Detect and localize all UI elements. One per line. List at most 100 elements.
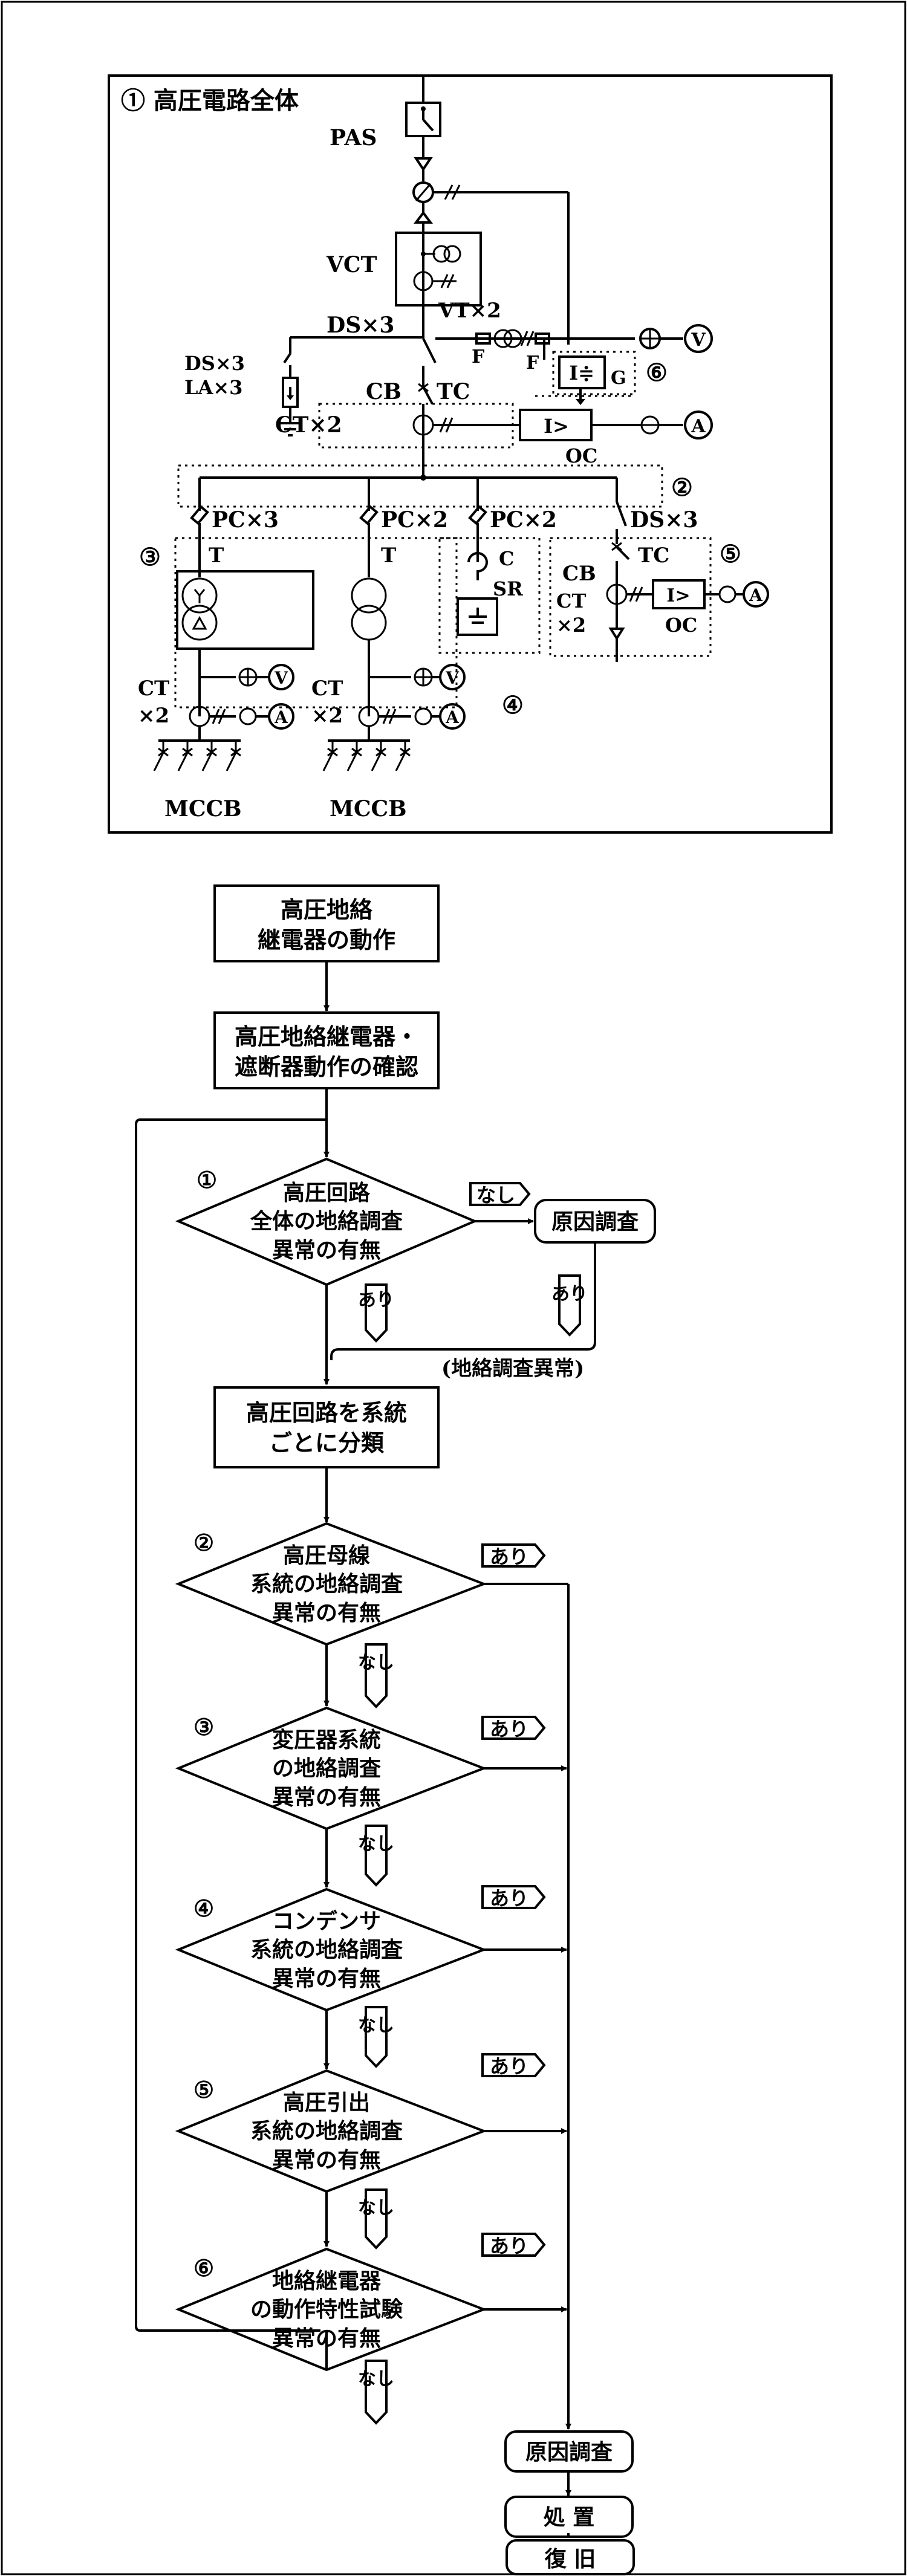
decision-5-line1: 高圧引出 [283, 2090, 370, 2115]
d2-nashi-tag: なし [358, 1652, 394, 1673]
restore-label: 復 旧 [544, 2546, 596, 2572]
g-relay-symbol: I≑ [569, 362, 594, 384]
ct-mid-line2: ×2 [311, 704, 343, 728]
circuit-diagram: ① 高圧電路全体 PAS VCT DS×3 [108, 74, 833, 834]
ct-left-line2: ×2 [138, 704, 169, 728]
decision-6-line2: の動作特性試験 [250, 2297, 403, 2322]
d3-ari-tag: あり [490, 1718, 528, 1741]
sr-label: SR [493, 577, 523, 600]
mccb-left-label: MCCB [164, 796, 242, 822]
vt2-label: VT×2 [438, 299, 501, 323]
transformer-left-box [176, 570, 314, 650]
cause-check-top-label: 原因調査 [551, 1209, 639, 1234]
box3-line2: ごとに分類 [269, 1429, 385, 1456]
flowchart: 高圧地絡 継電器の動作 高圧地絡継電器・ 遮断器動作の確認 ① 高圧回路 全体の… [135, 884, 656, 2538]
decision-5-line2: 系統の地絡調査 [250, 2118, 403, 2144]
circuit-frame [108, 74, 833, 834]
decision-2-line2: 系統の地絡調査 [250, 1571, 403, 1597]
c-label: C [499, 547, 514, 570]
meter-v-right: V [445, 668, 460, 688]
ds3-la-line2: LA×3 [184, 376, 242, 399]
decision-4-line2: 系統の地絡調査 [250, 1937, 403, 1962]
cb-feeder-label: CB [562, 562, 596, 586]
d1-ari-tag-right: あり [551, 1283, 588, 1305]
fuse-right-label: F [526, 352, 539, 374]
d1-nashi-tag: なし [476, 1184, 515, 1207]
ground-fault-abnormal-label: (地絡調査異常) [441, 1357, 584, 1381]
oc-label: OC [565, 444, 597, 467]
circuit-title: ① 高圧電路全体 [121, 86, 299, 115]
pc2-capacitor-label: PC×2 [490, 507, 557, 533]
ds3-right-label: DS×3 [630, 507, 698, 533]
pas-label: PAS [330, 125, 377, 151]
num4-label: ④ [502, 691, 524, 719]
d3-nashi-tag: なし [358, 1834, 394, 1855]
g-relay-group [552, 351, 636, 395]
meter-a-right: A [445, 707, 460, 727]
decision-4-num: ④ [193, 1895, 214, 1922]
box1-line2: 継電器の動作 [258, 926, 395, 953]
vct-label: VCT [326, 252, 377, 277]
g-relay-box [558, 355, 606, 389]
capacitor-box [457, 597, 498, 636]
t-right-label: T [381, 543, 396, 568]
decision-1-line2: 全体の地絡調査 [250, 1209, 403, 1234]
decision-3-line3: 異常の有無 [272, 1785, 381, 1810]
decision-1-line3: 異常の有無 [272, 1238, 381, 1263]
decision-2-line1: 高圧母線 [283, 1543, 370, 1568]
decision-4-line3: 異常の有無 [272, 1966, 381, 1991]
d4-nashi-tag: なし [358, 2015, 394, 2036]
decision-2-num: ② [193, 1529, 214, 1556]
decision-5-num: ⑤ [193, 2076, 214, 2103]
box3-line1: 高圧回路を系統 [246, 1399, 407, 1426]
num6-label: ⑥ [646, 358, 668, 387]
num2-label: ② [671, 473, 693, 502]
g-label: G [611, 368, 626, 389]
decision-1-num: ① [197, 1166, 217, 1193]
box1-line1: 高圧地絡 [281, 896, 372, 923]
treatment-label: 処 置 [544, 2505, 595, 2530]
ct-feeder-line2: ×2 [556, 614, 586, 637]
decision-3-num: ③ [193, 1713, 214, 1741]
decision-4-line1: コンデンサ [272, 1909, 381, 1934]
meter-v-left: V [274, 668, 288, 688]
fuse-left-label: F [472, 346, 484, 368]
pc3-label: PC×3 [212, 507, 279, 533]
oc-feeder-symbol: I> [666, 585, 690, 606]
pc2-transformer-label: PC×2 [381, 507, 448, 533]
voltmeter-label: V [691, 329, 706, 351]
loop-back-line [135, 1118, 327, 2332]
decision-3-line2: の地絡調査 [272, 1756, 381, 1781]
oc-relay-symbol: I> [544, 415, 569, 438]
tc-label: TC [437, 379, 470, 404]
ct2-label: CT×2 [275, 412, 342, 438]
tc-feeder-label: TC [638, 543, 669, 568]
ds3-top-label: DS×3 [327, 313, 394, 338]
meter-a-feeder: A [749, 585, 763, 605]
decision-2-line3: 異常の有無 [272, 1600, 381, 1626]
decision-5-line3: 異常の有無 [272, 2147, 381, 2173]
bus-group [177, 464, 663, 508]
d6-ari-tag: あり [490, 2234, 528, 2257]
voltmeter-icon [684, 324, 713, 353]
cb-label: CB [366, 379, 401, 404]
d5-nashi-tag: なし [358, 2198, 394, 2219]
ct-left-line1: CT [138, 676, 169, 701]
box2-line2: 遮断器動作の確認 [235, 1053, 418, 1080]
ammeter-label: A [691, 416, 706, 437]
feeder-group [549, 537, 712, 657]
decision-6-num: ⑥ [193, 2254, 214, 2282]
t-left-label: T [209, 543, 224, 568]
ds3-la-line1: DS×3 [184, 352, 245, 375]
d5-ari-tag: あり [490, 2055, 528, 2078]
d1-ari-tag-left: あり [358, 1290, 394, 1311]
d2-ari-tag: あり [490, 1545, 528, 1568]
vct-box [395, 232, 482, 307]
ct-mid-line1: CT [311, 676, 343, 701]
oc-feeder-label: OC [665, 614, 697, 637]
ammeter-icon [684, 410, 713, 440]
ct-feeder-line1: CT [556, 589, 586, 612]
num3-label: ③ [139, 543, 161, 571]
